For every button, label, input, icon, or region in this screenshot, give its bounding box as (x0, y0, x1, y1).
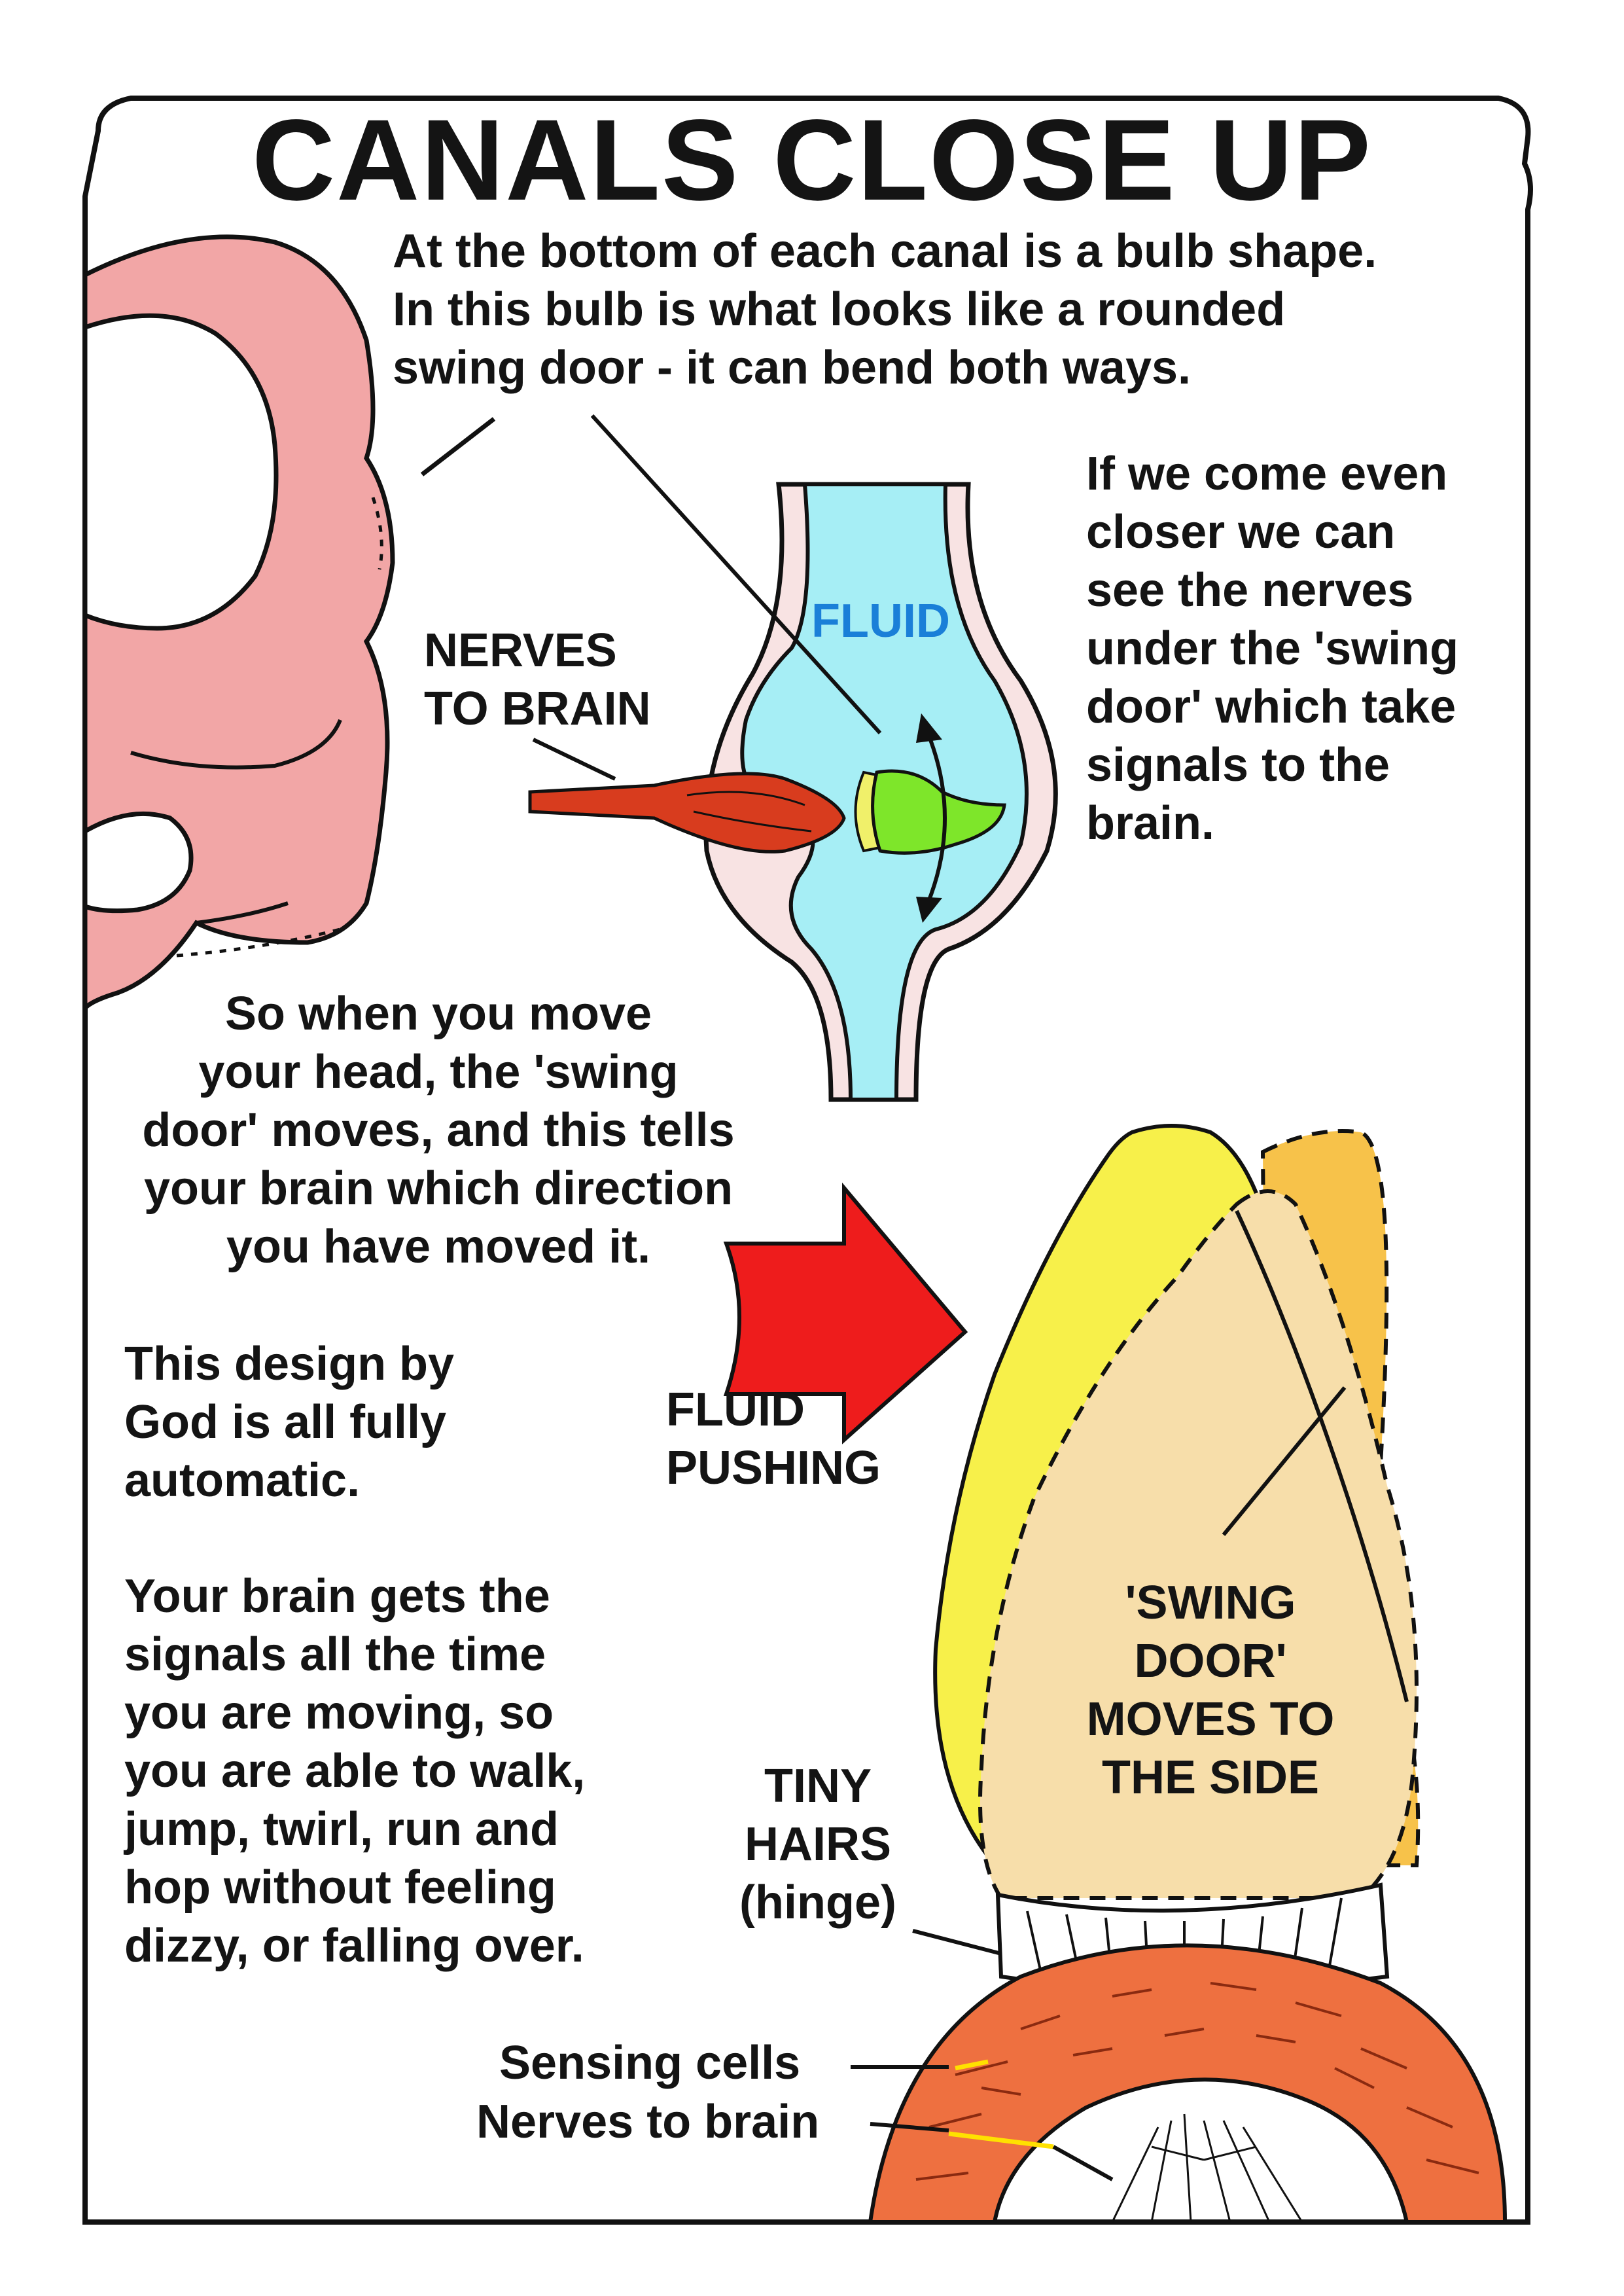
semicircular-canal-drawing (82, 234, 395, 1014)
fluid-label: FLUID (811, 595, 950, 647)
nerves-to-brain-bottom-label: Nerves to brain (476, 2096, 820, 2148)
sensing-cells-label: Sensing cells (499, 2037, 801, 2089)
move-head-text: So when you move your head, the 'swing d… (142, 988, 735, 1273)
nerves-to-brain-label: NERVES TO BRAIN (424, 624, 651, 735)
tiny-hairs-label: TINY HAIRS (hinge) (739, 1760, 896, 1929)
signals-text: Your brain gets the signals all the time… (124, 1570, 586, 1972)
bulb-intro-text: At the bottom of each canal is a bulb sh… (393, 225, 1377, 394)
double-headed-curved-arrow-icon (926, 732, 947, 905)
fluid-pushing-label: FLUID PUSHING (666, 1384, 881, 1494)
swing-door-closeup-drawing (868, 1124, 1508, 2224)
closer-look-text: If we come even closer we can see the ne… (1086, 448, 1459, 850)
nerve-and-swing-door-drawing (528, 713, 1006, 923)
swing-door-label: 'SWING DOOR' MOVES TO THE SIDE (1086, 1577, 1335, 1804)
design-text: This design by God is all fully automati… (124, 1338, 455, 1507)
right-arrow-icon (723, 1182, 968, 1444)
page-frame (82, 96, 1533, 2225)
page-title: CANALS CLOSE UP (252, 96, 1372, 224)
